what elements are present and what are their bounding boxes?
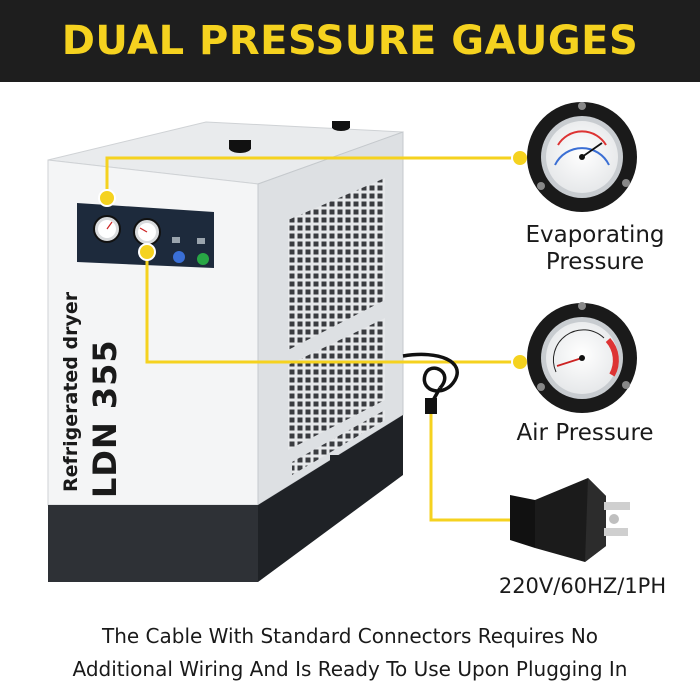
banner-title: DUAL PRESSURE GAUGES <box>61 18 639 64</box>
callout-lines <box>105 156 520 522</box>
power-spec-label: 220V/60HZ/1PH <box>498 574 667 598</box>
caption-line-1: The Cable With Standard Connectors Requi… <box>101 624 599 648</box>
title-banner <box>0 0 700 82</box>
air-pressure-label: Air Pressure <box>516 420 654 446</box>
control-panel <box>77 203 214 268</box>
product-model: LDN 355 <box>86 339 124 498</box>
caption-line-2: Additional Wiring And Is Ready To Use Up… <box>72 657 628 681</box>
air-pressure-gauge <box>527 302 637 413</box>
power-plug <box>510 478 630 562</box>
product-subtitle: Refrigerated dryer <box>60 291 82 492</box>
cable-plug <box>425 398 437 414</box>
evaporating-pressure-label: Evaporating Pressure <box>525 222 665 275</box>
evaporating-pressure-gauge <box>527 102 637 212</box>
caption: The Cable With Standard Connectors Requi… <box>0 620 700 686</box>
ventilation-grille <box>288 178 385 475</box>
